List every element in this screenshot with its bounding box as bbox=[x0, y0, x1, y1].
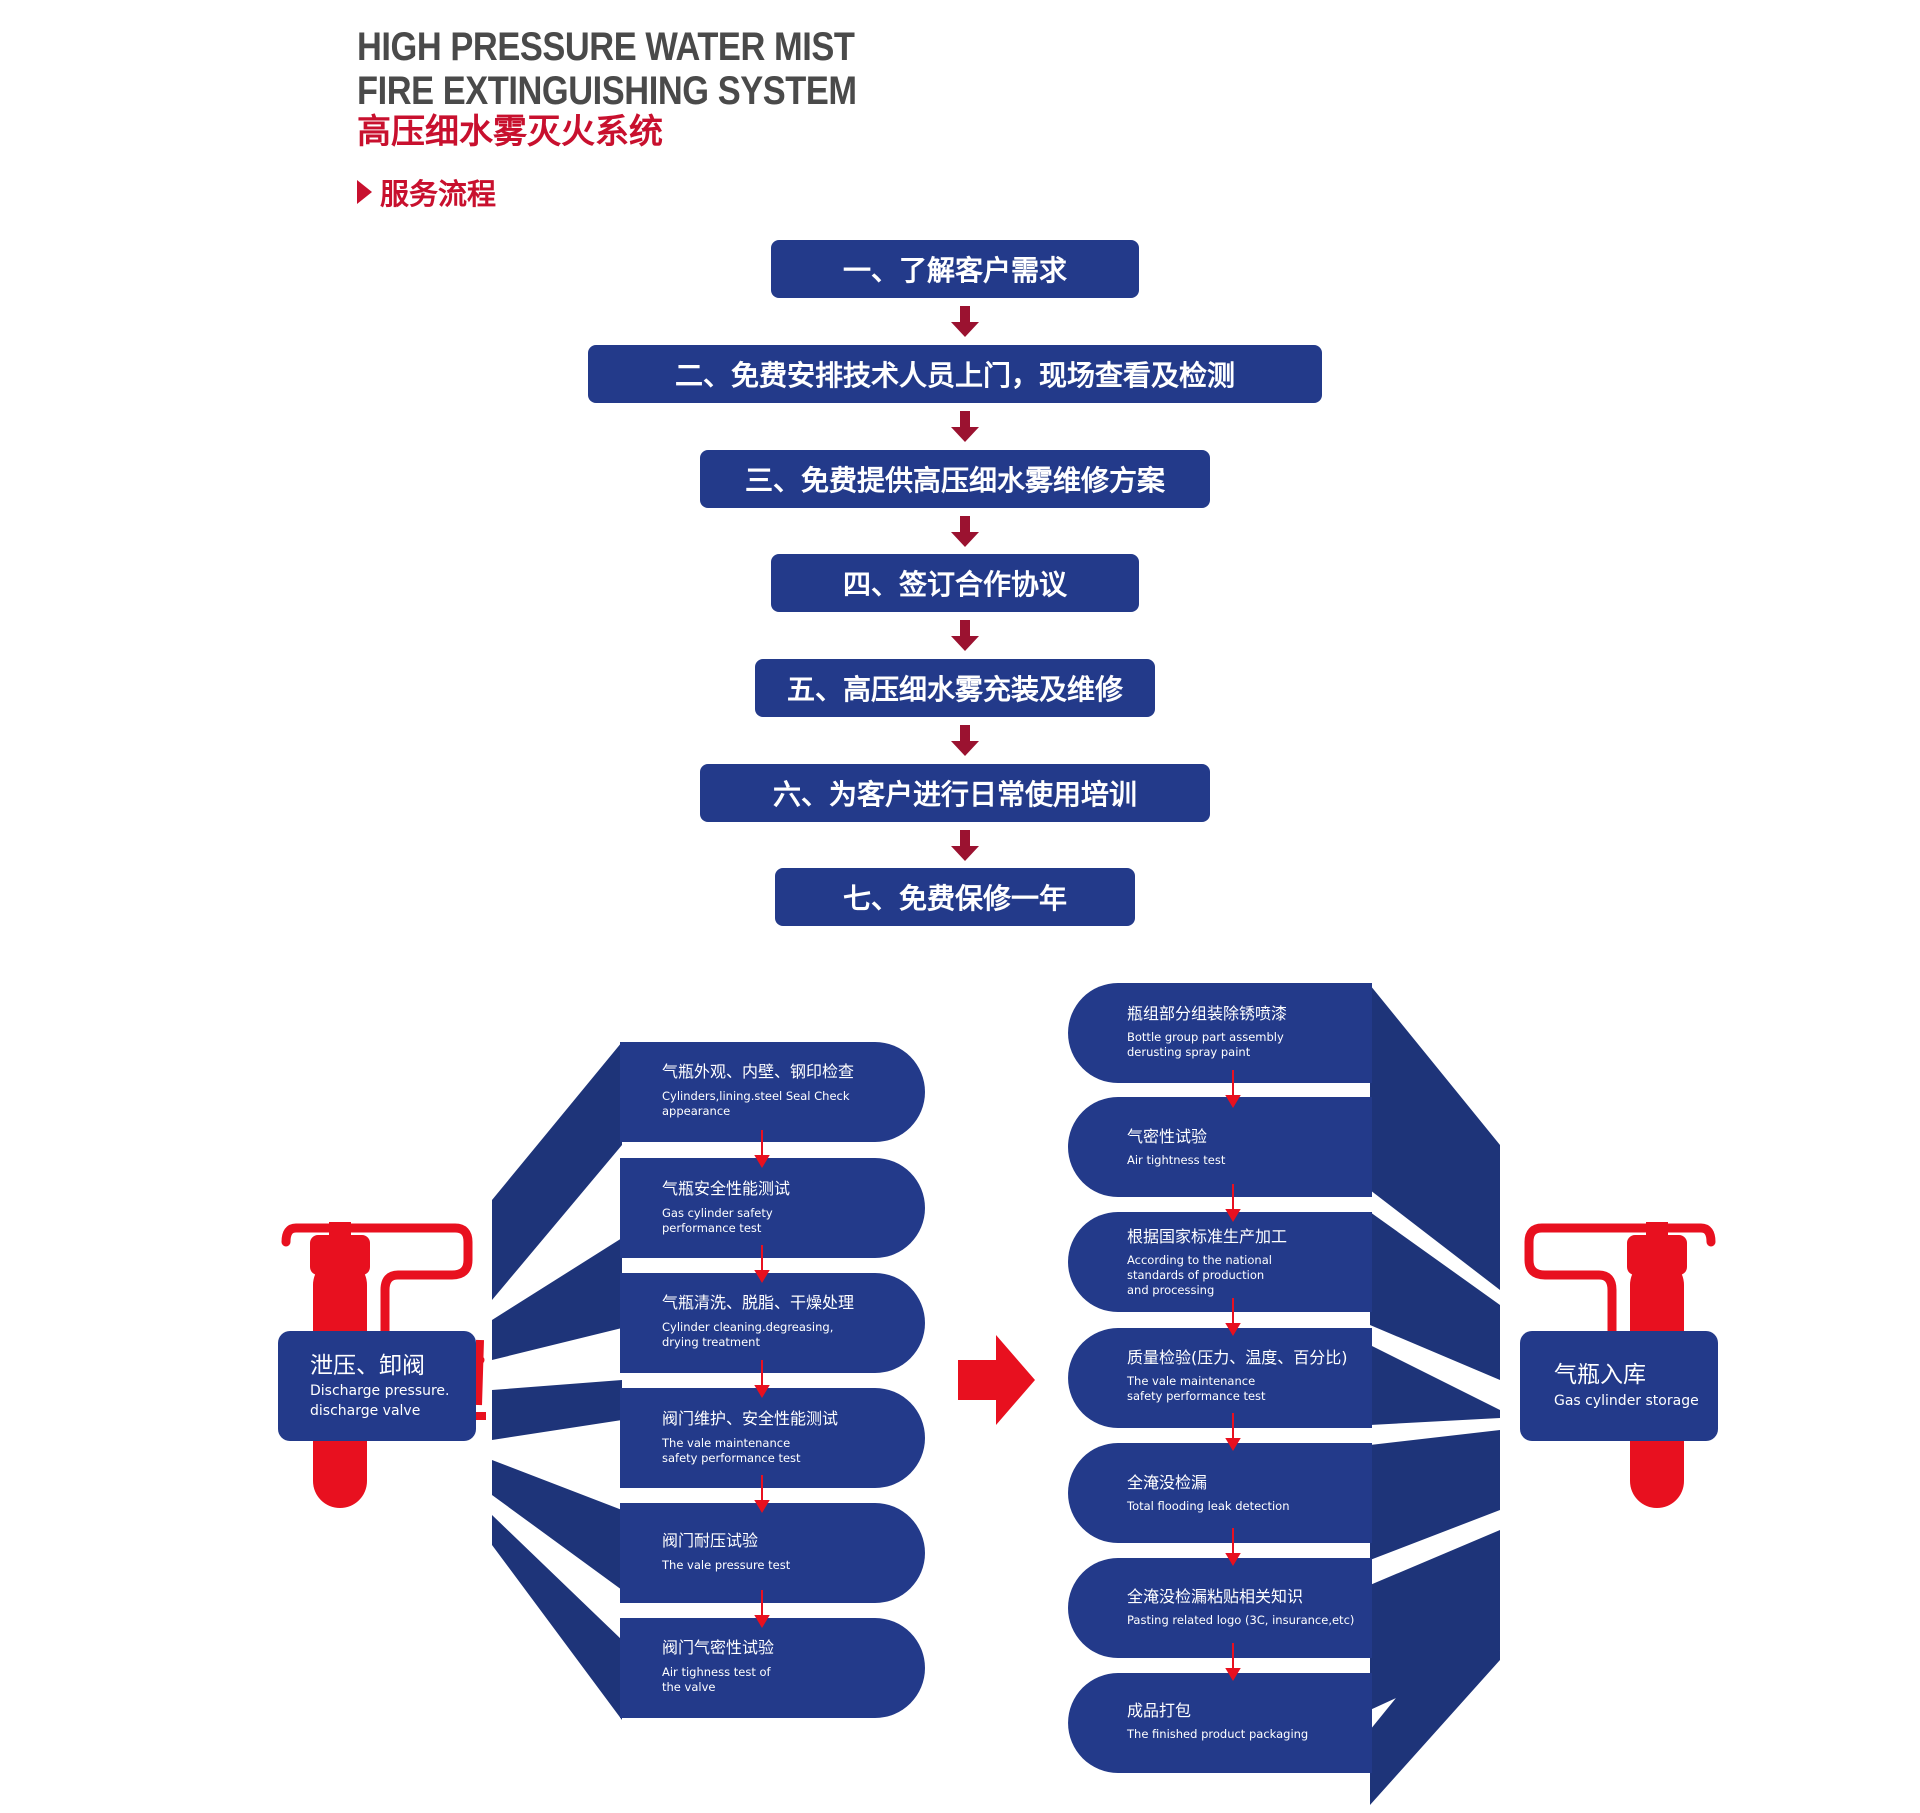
right-step-4: 质量检验(压力、温度、百分比) The vale maintenance saf… bbox=[1068, 1328, 1372, 1428]
svg-text:Air tightness test: Air tightness test bbox=[1127, 1153, 1226, 1167]
right-connector bbox=[1370, 985, 1500, 1805]
down-arrow-icon bbox=[951, 725, 979, 756]
left-step-5: 阀门耐压试验 The vale pressure test bbox=[620, 1503, 925, 1603]
svg-text:safety performance test: safety performance test bbox=[1127, 1389, 1266, 1403]
svg-text:Cylinders,lining.steel Seal Ch: Cylinders,lining.steel Seal Check bbox=[662, 1089, 850, 1103]
left-panel: 泄压、卸阀 Discharge pressure. discharge valv… bbox=[278, 1331, 476, 1441]
flow-step-1: 一、了解客户需求 bbox=[771, 240, 1139, 298]
red-down-arrow-icon bbox=[1225, 1528, 1241, 1566]
svg-text:Pasting related logo (3C, insu: Pasting related logo (3C, insurance,etc) bbox=[1127, 1613, 1354, 1627]
left-step-4: 阀门维护、安全性能测试 The vale maintenance safety … bbox=[620, 1388, 925, 1488]
svg-text:Gas cylinder safety: Gas cylinder safety bbox=[662, 1206, 773, 1220]
svg-text:Air tighness test of: Air tighness test of bbox=[662, 1665, 772, 1679]
down-arrow-icon bbox=[951, 620, 979, 651]
title-english-line2: FIRE EXTINGUISHING SYSTEM bbox=[357, 69, 857, 113]
svg-text:The finished product packaging: The finished product packaging bbox=[1126, 1727, 1308, 1741]
left-connector bbox=[474, 1042, 622, 1720]
flow-step-7: 七、免费保修一年 bbox=[775, 868, 1135, 926]
down-arrow-icon bbox=[951, 830, 979, 861]
flow-step-4: 四、签订合作协议 bbox=[771, 554, 1139, 612]
right-step-2: 气密性试验 Air tightness test bbox=[1068, 1097, 1372, 1197]
svg-text:气瓶入库: 气瓶入库 bbox=[1554, 1362, 1646, 1388]
title-english-line1: HIGH PRESSURE WATER MIST bbox=[357, 25, 855, 69]
svg-text:气瓶清洗、脱脂、干燥处理: 气瓶清洗、脱脂、干燥处理 bbox=[662, 1293, 854, 1312]
svg-text:standards of production: standards of production bbox=[1127, 1268, 1264, 1282]
right-red-arrows bbox=[1225, 1070, 1241, 1681]
red-down-arrow-icon bbox=[754, 1130, 770, 1168]
svg-text:气密性试验: 气密性试验 bbox=[1127, 1127, 1207, 1146]
flow-step-6: 六、为客户进行日常使用培训 bbox=[700, 764, 1210, 822]
down-arrow-icon bbox=[951, 306, 979, 337]
svg-text:discharge valve: discharge valve bbox=[310, 1403, 420, 1419]
right-step-5: 全淹没检漏 Total flooding leak detection bbox=[1068, 1443, 1372, 1543]
svg-text:气瓶安全性能测试: 气瓶安全性能测试 bbox=[662, 1179, 790, 1198]
right-step-3: 根据国家标准生产加工 According to the national sta… bbox=[1068, 1212, 1372, 1312]
svg-text:泄压、卸阀: 泄压、卸阀 bbox=[310, 1353, 425, 1379]
svg-text:成品打包: 成品打包 bbox=[1127, 1701, 1191, 1720]
flow-step-3: 三、免费提供高压细水雾维修方案 bbox=[700, 450, 1210, 508]
section-heading-label: 服务流程 bbox=[380, 177, 497, 211]
right-step-7: 成品打包 The finished product packaging bbox=[1068, 1673, 1372, 1773]
red-down-arrow-icon bbox=[754, 1360, 770, 1398]
right-step-1: 瓶组部分组装除锈喷漆 Bottle group part assembly de… bbox=[1068, 983, 1372, 1083]
left-red-arrows bbox=[754, 1130, 770, 1628]
down-arrow-icon bbox=[951, 516, 979, 547]
right-arrow-icon bbox=[958, 1335, 1035, 1425]
svg-text:derusting spray paint: derusting spray paint bbox=[1127, 1045, 1251, 1059]
svg-text:Total flooding leak detection: Total flooding leak detection bbox=[1126, 1499, 1290, 1513]
svg-text:appearance: appearance bbox=[662, 1104, 730, 1118]
right-panel: 气瓶入库 Gas cylinder storage bbox=[1520, 1331, 1718, 1441]
left-step-1: 气瓶外观、内壁、钢印检查 Cylinders,lining.steel Seal… bbox=[620, 1042, 925, 1142]
left-step-2: 气瓶安全性能测试 Gas cylinder safety performance… bbox=[620, 1158, 925, 1258]
svg-text:根据国家标准生产加工: 根据国家标准生产加工 bbox=[1127, 1227, 1287, 1246]
title-chinese: 高压细水雾灭火系统 bbox=[357, 112, 663, 152]
svg-text:performance test: performance test bbox=[662, 1221, 762, 1235]
flow-step-5: 五、高压细水雾充装及维修 bbox=[755, 659, 1155, 717]
svg-text:阀门耐压试验: 阀门耐压试验 bbox=[662, 1531, 758, 1550]
svg-text:Discharge pressure.: Discharge pressure. bbox=[310, 1383, 450, 1399]
red-down-arrow-icon bbox=[1225, 1643, 1241, 1681]
red-down-arrow-icon bbox=[1225, 1298, 1241, 1336]
svg-text:safety performance test: safety performance test bbox=[662, 1451, 801, 1465]
red-down-arrow-icon bbox=[1225, 1413, 1241, 1451]
red-down-arrow-icon bbox=[1225, 1070, 1241, 1108]
red-down-arrow-icon bbox=[754, 1475, 770, 1513]
svg-text:and processing: and processing bbox=[1127, 1283, 1214, 1297]
svg-text:Gas cylinder storage: Gas cylinder storage bbox=[1554, 1393, 1699, 1409]
red-down-arrow-icon bbox=[1225, 1184, 1241, 1222]
red-down-arrow-icon bbox=[754, 1245, 770, 1283]
left-steps: 气瓶外观、内壁、钢印检查 Cylinders,lining.steel Seal… bbox=[620, 1042, 925, 1718]
red-down-arrow-icon bbox=[754, 1590, 770, 1628]
left-step-6: 阀门气密性试验 Air tighness test of the valve bbox=[620, 1618, 925, 1718]
right-step-6: 全淹没检漏粘贴相关知识 Pasting related logo (3C, in… bbox=[1068, 1558, 1372, 1658]
svg-text:According to the national: According to the national bbox=[1127, 1253, 1272, 1267]
play-triangle-icon bbox=[357, 180, 372, 204]
svg-text:质量检验(压力、温度、百分比): 质量检验(压力、温度、百分比) bbox=[1127, 1348, 1348, 1367]
flow-step-2: 二、免费安排技术人员上门，现场查看及检测 bbox=[588, 345, 1322, 403]
svg-text:The vale pressure test: The vale pressure test bbox=[661, 1558, 791, 1572]
svg-text:The vale maintenance: The vale maintenance bbox=[1126, 1374, 1255, 1388]
section-heading: 服务流程 bbox=[357, 172, 496, 212]
svg-text:阀门维护、安全性能测试: 阀门维护、安全性能测试 bbox=[662, 1409, 838, 1428]
svg-text:阀门气密性试验: 阀门气密性试验 bbox=[662, 1638, 774, 1657]
svg-text:全淹没检漏粘贴相关知识: 全淹没检漏粘贴相关知识 bbox=[1127, 1587, 1303, 1606]
svg-text:全淹没检漏: 全淹没检漏 bbox=[1127, 1473, 1207, 1492]
svg-text:the valve: the valve bbox=[662, 1680, 715, 1694]
down-arrow-icon bbox=[951, 411, 979, 442]
svg-text:气瓶外观、内壁、钢印检查: 气瓶外观、内壁、钢印检查 bbox=[662, 1062, 854, 1081]
left-step-3: 气瓶清洗、脱脂、干燥处理 Cylinder cleaning.degreasin… bbox=[620, 1273, 925, 1373]
maintenance-diagram: 气瓶外观、内壁、钢印检查 Cylinders,lining.steel Seal… bbox=[278, 983, 1718, 1805]
svg-text:drying treatment: drying treatment bbox=[662, 1335, 760, 1349]
svg-text:瓶组部分组装除锈喷漆: 瓶组部分组装除锈喷漆 bbox=[1127, 1004, 1287, 1023]
svg-text:Bottle group part assembly: Bottle group part assembly bbox=[1127, 1030, 1284, 1044]
svg-text:Cylinder cleaning.degreasing,: Cylinder cleaning.degreasing, bbox=[662, 1320, 833, 1334]
right-steps: 瓶组部分组装除锈喷漆 Bottle group part assembly de… bbox=[1068, 983, 1372, 1773]
svg-text:The vale maintenance: The vale maintenance bbox=[661, 1436, 790, 1450]
